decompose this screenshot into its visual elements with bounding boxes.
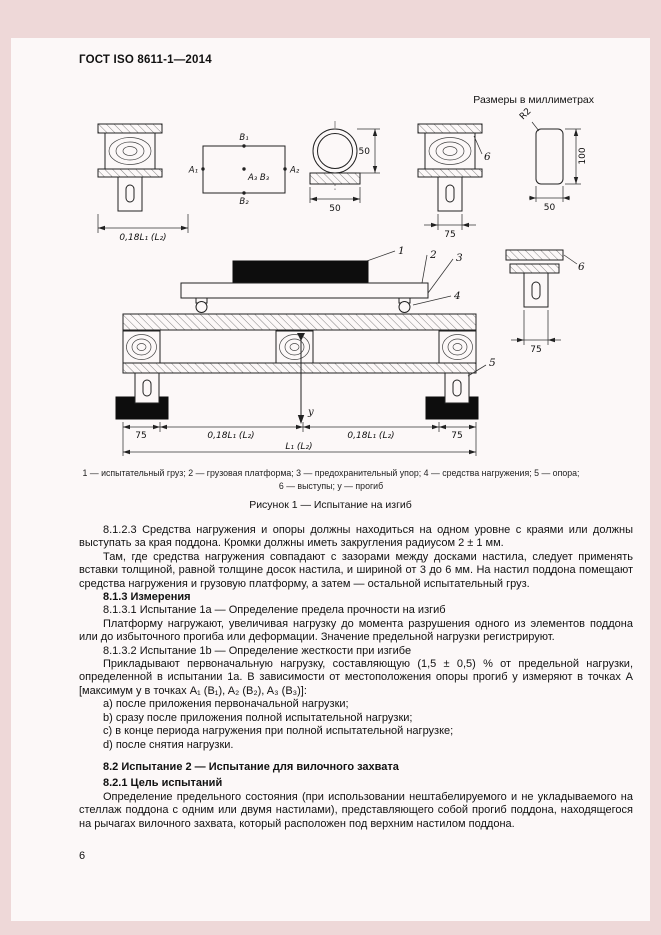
figure-legend: 1 — испытательный груз; 2 — грузовая пла… (41, 467, 621, 493)
callout-3: 3 (456, 252, 463, 264)
bottom-dimension-chain: 75 0,18L₁ (L₂) 0,18L₁ (L₂) 75 L₁ (L₂) (122, 422, 477, 456)
document-header: ГОСТ ISO 8611-1—2014 (79, 54, 212, 66)
figure-caption: Рисунок 1 — Испытание на изгиб (249, 499, 412, 511)
dim-tab-height-label: 100 (578, 147, 588, 164)
dim-radius-label: R2 (518, 107, 534, 123)
dim-tube-height-label: 50 (359, 147, 371, 157)
callout-6-side: 6 (578, 261, 585, 273)
para-platform-load: Платформу нагружают, увеличивая нагрузку… (79, 617, 633, 644)
heading-8-2: 8.2 Испытание 2 — Испытание для вилочног… (103, 760, 399, 773)
units-note: Размеры в миллиметрах (473, 94, 594, 106)
load-platform (180, 282, 429, 299)
callout-2: 2 (429, 249, 437, 261)
bending-test-diagram: 0,18L₁ (L₂) B₁ A₁ A₃ B₃ A₂ B₂ (97, 107, 588, 456)
heading-8-1-3: 8.1.3 Измерения (103, 591, 191, 604)
pallet-block-center (275, 330, 314, 364)
para-initial-load: Прикладывают первоначальную нагрузку, со… (79, 658, 633, 697)
point-label-a2: A₂ (289, 166, 300, 176)
test-load-block (232, 260, 369, 284)
document-body: 8.1.2.3 Средства нагружения и опоры долж… (79, 524, 633, 831)
loading-roller-right (398, 301, 411, 313)
callout-1: 1 (398, 245, 405, 257)
pallet-bottom-deck (122, 362, 477, 374)
corner-detail-right: 6 75 (505, 249, 585, 355)
measuring-points-plan: B₁ A₁ A₃ B₃ A₂ B₂ (188, 133, 300, 207)
main-assembly: 1 2 3 4 (115, 245, 496, 424)
dim-tab-width-label: 50 (544, 203, 556, 213)
support-side-view-right: 6 75 (417, 123, 491, 240)
page-number: 6 (79, 850, 86, 862)
dim-75-top-label: 75 (444, 230, 455, 240)
para-8-1-3-2: 8.1.3.2 Испытание 1b — Определение жестк… (103, 644, 412, 657)
dim-75-bottom-right-label: 75 (451, 431, 462, 441)
figure-legend-line2: 6 — выступы; y — прогиб (278, 480, 384, 491)
callout-6-top: 6 (484, 151, 491, 163)
pallet-top-deck (122, 313, 477, 331)
support-side-view-left: 0,18L₁ (L₂) (97, 123, 189, 243)
figure-1-drawing: 0,18L₁ (L₂) B₁ A₁ A₃ B₃ A₂ B₂ (83, 104, 593, 464)
dim-75-bottom-left-label: 75 (135, 431, 146, 441)
dim-75-side-label: 75 (530, 345, 541, 355)
heading-8-2-1: 8.2.1 Цель испытаний (103, 777, 223, 790)
point-label-b1: B₁ (239, 133, 248, 143)
list-item-c: c) в конце периода нагружения при полной… (103, 725, 454, 738)
point-label-a3b3: A₃ B₃ (247, 173, 270, 183)
pallet-block-left (122, 330, 161, 364)
loading-roller-left (195, 301, 208, 313)
pallet-block-right (438, 330, 477, 364)
document-page: ГОСТ ISO 8611-1—2014 Размеры в миллиметр… (11, 38, 650, 921)
loading-tube-section: 50 50 (309, 121, 380, 214)
dim-018L-right-label: 0,18L₁ (L₂) (347, 431, 394, 441)
list-item-d: d) после снятия нагрузки. (103, 738, 234, 751)
figure-legend-line1: 1 — испытательный груз; 2 — грузовая пла… (82, 468, 580, 478)
dim-tube-width-label: 50 (329, 204, 341, 214)
deflection-label: y (307, 407, 314, 418)
deflection-arrow: y (297, 333, 314, 424)
para-inserts: Там, где средства нагружения совпадают с… (79, 550, 633, 590)
para-8-1-3-1: 8.1.3.1 Испытание 1a — Определение преде… (103, 604, 446, 617)
callout-4: 4 (453, 290, 461, 302)
tab-profile-detail: R2 100 50 (518, 107, 588, 213)
point-label-a1: A₁ (188, 166, 198, 176)
dim-018L-top-label: 0,18L₁ (L₂) (119, 233, 166, 243)
para-8-2-1-body: Определение предельного состояния (при и… (79, 790, 633, 830)
dim-018L-left-label: 0,18L₁ (L₂) (207, 431, 254, 441)
list-item-b: b) сразу после приложения полной испытат… (103, 711, 413, 724)
dim-overall-label: L₁ (L₂) (285, 442, 312, 452)
point-label-b2: B₂ (239, 197, 249, 207)
callout-5: 5 (489, 357, 496, 369)
list-item-a: a) после приложения первоначальной нагру… (103, 698, 349, 711)
para-8-1-2-3: 8.1.2.3 Средства нагружения и опоры долж… (79, 524, 633, 550)
